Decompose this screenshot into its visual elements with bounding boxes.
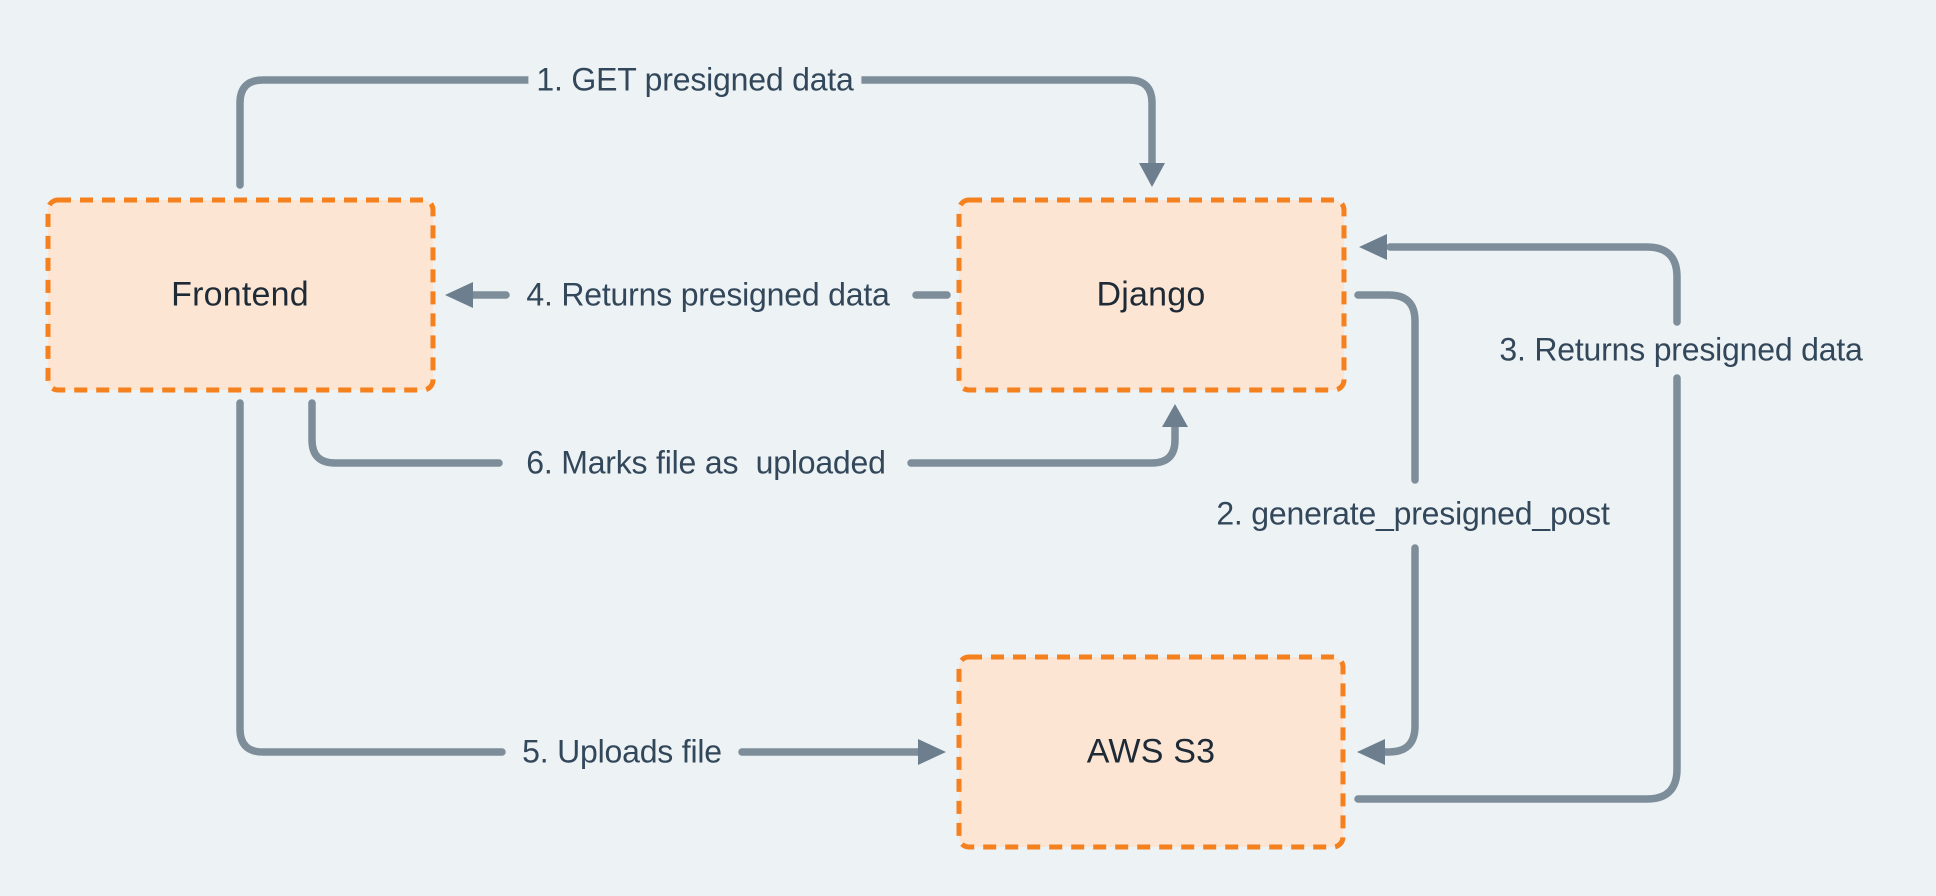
edge-3-segment-a (1354, 374, 1681, 803)
arrowhead-left-icon (1359, 234, 1387, 260)
node-aws-s3-box (956, 654, 1346, 850)
node-django-label: Django (1096, 275, 1206, 314)
edge-6-label: 6. Marks file as uploaded (518, 443, 894, 483)
edge-1-segment-b (850, 76, 1156, 170)
edge-1-label: 1. GET presigned data (528, 60, 862, 100)
edge-5-segment-a (236, 399, 506, 756)
node-frontend-label: Frontend (171, 275, 309, 314)
edge-1-segment-a (236, 76, 538, 189)
node-aws-s3-label: AWS S3 (1086, 732, 1216, 771)
arrowhead-down-icon (1139, 163, 1165, 187)
node-frontend-box (45, 197, 436, 393)
edge-4-label: 4. Returns presigned data (518, 275, 898, 315)
edge-2-segment-b (1379, 544, 1419, 756)
edge-3-label: 3. Returns presigned data (1491, 330, 1871, 370)
arrowhead-left-icon (445, 282, 473, 308)
node-django-box (956, 197, 1347, 393)
arrowhead-right-icon (918, 739, 946, 765)
edge-5-label: 5. Uploads file (514, 732, 730, 772)
edge-6-segment-a (308, 399, 503, 467)
edge-2-label: 2. generate_presigned_post (1208, 494, 1618, 534)
arrowhead-left-icon (1357, 739, 1385, 765)
edge-3-segment-b (1386, 243, 1681, 326)
arrowhead-up-icon (1162, 404, 1188, 427)
edge-6-segment-b (907, 421, 1179, 467)
edge-2-segment-a (1354, 291, 1419, 484)
